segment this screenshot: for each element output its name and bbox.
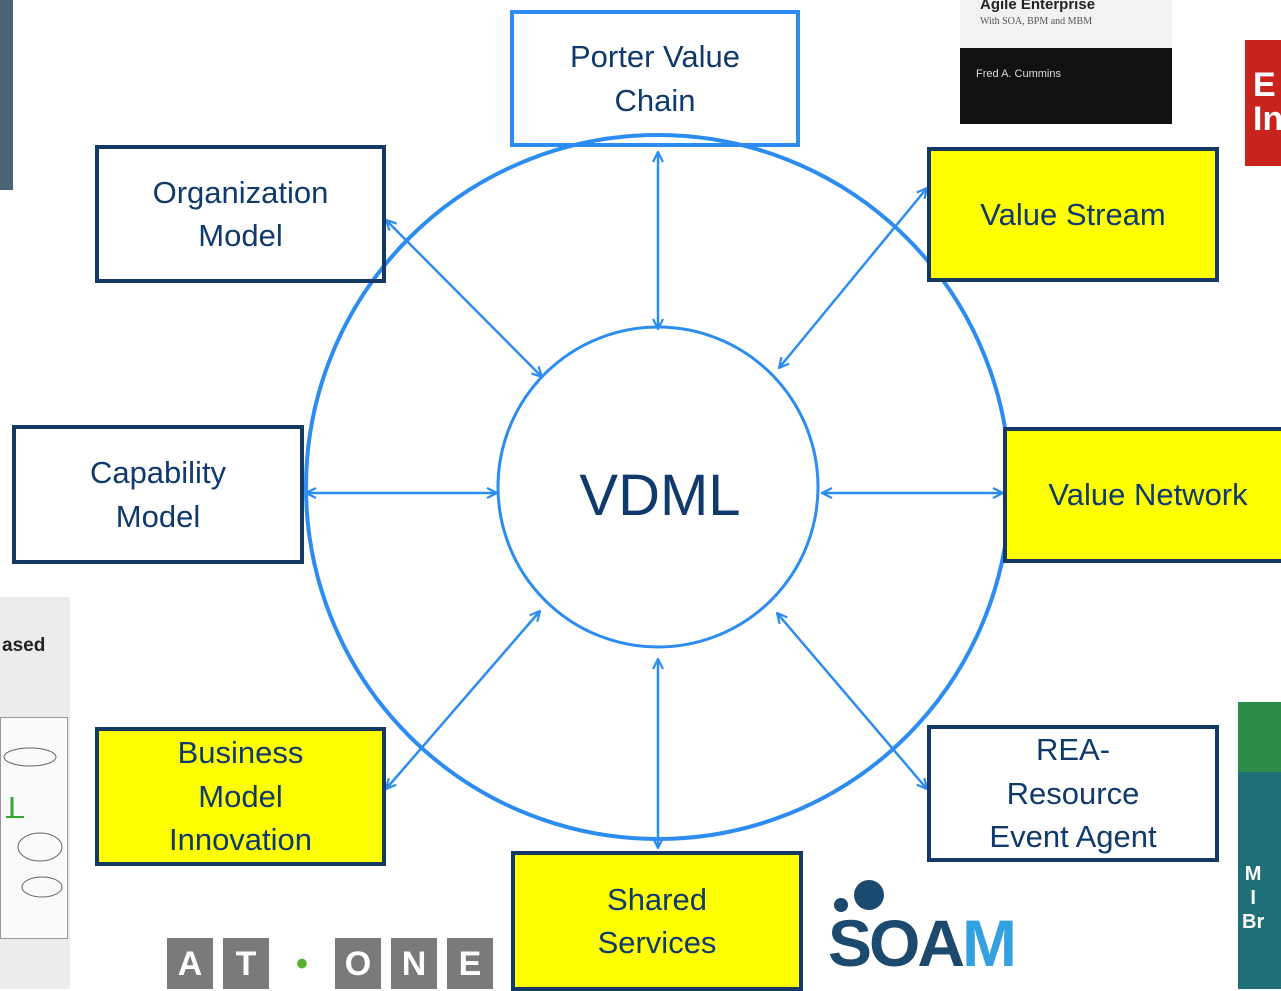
- at-one-logo: A T • O N E: [157, 930, 507, 989]
- soaml-prefix: SOA: [828, 906, 965, 980]
- node-label: Organization Model: [152, 174, 329, 253]
- connector-rea: [777, 613, 927, 789]
- at-one-dot: •: [296, 944, 308, 983]
- node-label: Business Model Innovation: [168, 735, 313, 858]
- node-capability-model[interactable]: Capability Model: [12, 425, 304, 564]
- sketch-caption: ased: [2, 635, 46, 656]
- node-label: Capability Model: [89, 455, 227, 534]
- node-label: Value Network: [1048, 477, 1248, 513]
- node-label: Porter Value Chain: [569, 39, 740, 118]
- connector-organization: [386, 220, 542, 377]
- node-business-model-innovation[interactable]: Business Model Innovation: [95, 727, 386, 866]
- center-label: VDML: [579, 462, 741, 528]
- at-one-letter: T: [223, 938, 269, 989]
- node-organization-model[interactable]: Organization Model: [95, 145, 386, 283]
- at-one-letter: A: [167, 938, 213, 989]
- at-one-letter: E: [447, 938, 493, 989]
- red-book-thumbnail: E In: [1245, 40, 1281, 166]
- agile-enterprise-book-thumbnail: Agile Enterprise With SOA, BPM and MBM F…: [960, 0, 1172, 124]
- at-one-letter: O: [335, 938, 381, 989]
- node-label: Value Stream: [980, 196, 1166, 232]
- soaml-suffix: ML: [962, 906, 1016, 980]
- green-book-letters: M I Br: [1242, 863, 1265, 933]
- node-value-stream[interactable]: Value Stream: [927, 147, 1219, 282]
- soaml-logo: SOAML: [826, 870, 1016, 989]
- node-shared-services[interactable]: Shared Services: [511, 851, 803, 991]
- connector-business-model: [386, 611, 540, 789]
- red-book-letters: E In: [1253, 66, 1281, 138]
- node-value-network[interactable]: Value Network: [1003, 427, 1281, 563]
- at-one-letter: N: [391, 938, 437, 989]
- slate-thumbnail: [0, 0, 13, 190]
- sketch-book-thumbnail: ased: [0, 597, 70, 989]
- node-rea-resource-event-agent[interactable]: REA- Resource Event Agent: [927, 725, 1219, 862]
- node-label: Shared Services: [597, 881, 717, 960]
- node-porter-value-chain[interactable]: Porter Value Chain: [510, 10, 800, 147]
- book-subtitle: With SOA, BPM and MBM: [980, 16, 1093, 27]
- green-book-thumbnail: M I Br: [1238, 702, 1281, 989]
- soaml-dot-large: [854, 880, 884, 910]
- node-label: REA- Resource Event Agent: [989, 732, 1157, 855]
- sketch-drawing: [3, 747, 63, 898]
- connector-value-stream: [779, 188, 927, 368]
- book-title: Agile Enterprise: [980, 0, 1096, 13]
- soaml-dot-small: [834, 898, 848, 912]
- book-author: Fred A. Cummins: [976, 68, 1061, 80]
